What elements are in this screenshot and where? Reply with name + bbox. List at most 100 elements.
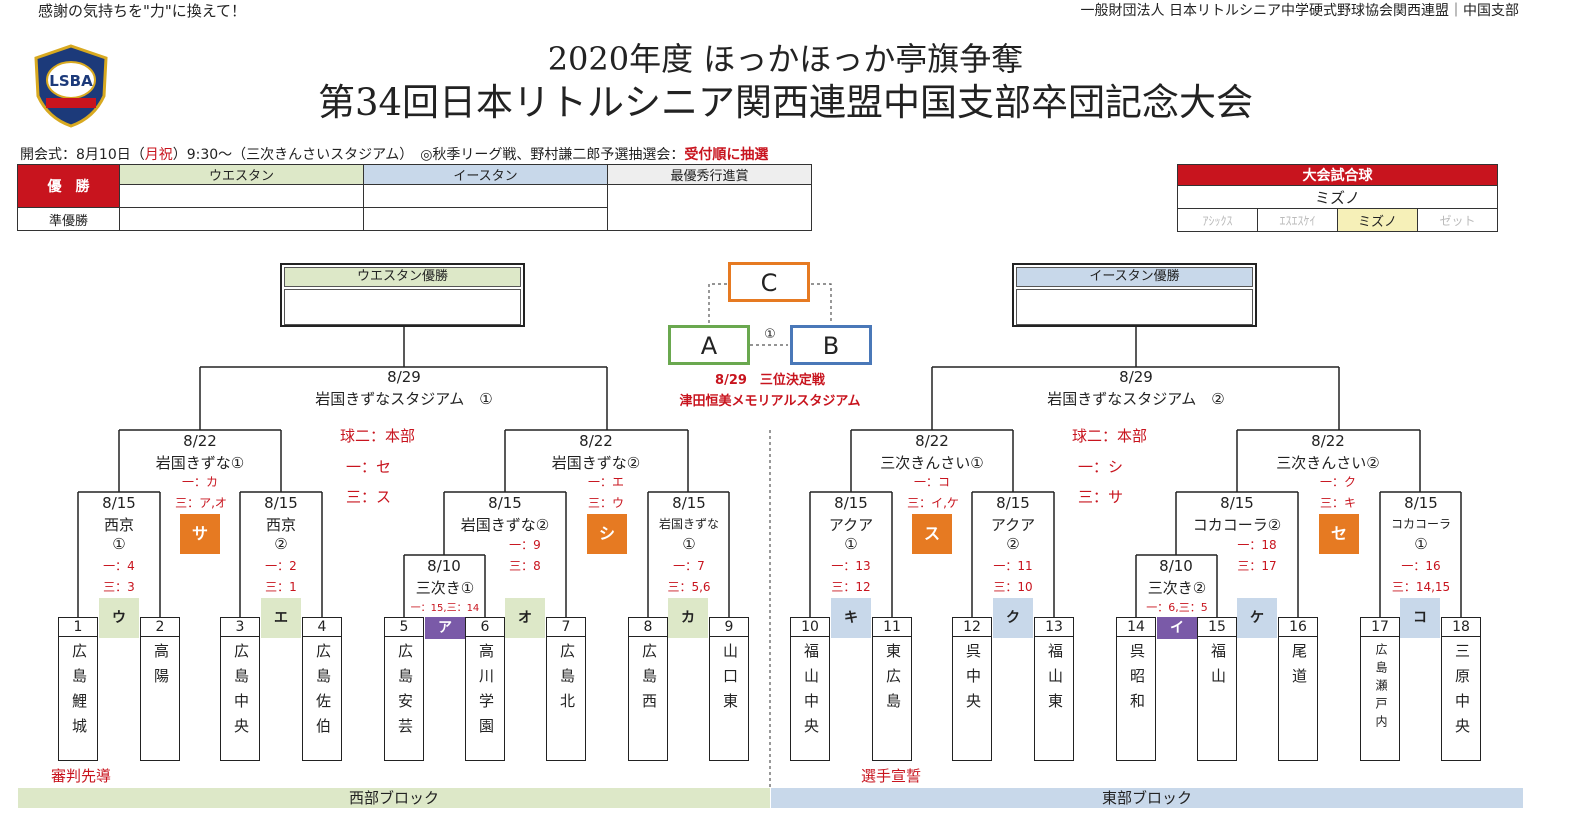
team-number: 9 bbox=[710, 618, 748, 637]
west-q2-venue: 西京 bbox=[265, 516, 296, 534]
team-name: 呉中央 bbox=[964, 643, 982, 718]
team-number: 12 bbox=[953, 618, 991, 637]
mark-ki: キ bbox=[831, 598, 871, 638]
team-slot: 3 広島中央 bbox=[220, 617, 260, 761]
west-q3-ump-1: 一：9 bbox=[509, 538, 541, 552]
east-sf2-date: 8/22 bbox=[1311, 432, 1345, 450]
third-place-b: B bbox=[790, 325, 872, 365]
team-number: 5 bbox=[385, 618, 423, 637]
team-number: 10 bbox=[791, 618, 829, 637]
west-champion-slot bbox=[284, 289, 521, 325]
east-umpire-1: 球二：本部 bbox=[1072, 427, 1148, 445]
east-q3-ump-1: 一：18 bbox=[1237, 538, 1277, 552]
ball-option-ssk: ｴｽｴｽｹｲ bbox=[1257, 208, 1338, 232]
west-square-shi: シ bbox=[587, 514, 627, 554]
opening-info: 開会式：8月10日（月祝）9:30～（三次きんさいスタジアム） ◎秋季リーグ戦、… bbox=[20, 144, 768, 164]
lsba-logo: LSBA bbox=[32, 44, 110, 128]
east-final-venue: 岩国きずなスタジアム ② bbox=[1047, 390, 1225, 408]
third-place-a: A bbox=[668, 325, 750, 365]
east-q2-ump-3: 三：10 bbox=[993, 580, 1033, 594]
east-runner-cell bbox=[363, 207, 608, 231]
ball-option-asics: ｱｼｯｸｽ bbox=[1177, 208, 1258, 232]
east-q4-ump-3: 三：14,15 bbox=[1391, 580, 1451, 594]
west-q1-venue: 西京 bbox=[103, 516, 134, 534]
east-r1-ump: 一：6,三：5 bbox=[1146, 601, 1208, 614]
west-q4-no: ① bbox=[682, 535, 696, 553]
west-winner-cell bbox=[119, 184, 364, 208]
east-sf1-ump-1: 一：コ bbox=[913, 475, 950, 489]
west-q1-date: 8/15 bbox=[102, 494, 136, 512]
team-slot: 12 呉中央 bbox=[952, 617, 992, 761]
west-umpire-2: 一：セ bbox=[346, 458, 392, 476]
east-champion-box: イースタン優勝 bbox=[1012, 263, 1257, 327]
west-q3-venue: 岩国きずな② bbox=[460, 516, 550, 534]
team-name: 山口東 bbox=[721, 643, 739, 718]
team-number: 15 bbox=[1198, 618, 1236, 637]
mark-i: イ bbox=[1157, 617, 1197, 639]
team-slot: 9 山口東 bbox=[709, 617, 749, 761]
west-q2-ump-1: 一：2 bbox=[265, 559, 297, 573]
svg-text:LSBA: LSBA bbox=[49, 72, 93, 90]
title-line-1: 2020年度 ほっかほっか亭旗争奪 bbox=[547, 40, 1024, 78]
east-sf1-ump-3: 三：イ,ケ bbox=[907, 496, 959, 510]
east-q2-no: ② bbox=[1006, 535, 1020, 553]
mark-o: オ bbox=[505, 598, 545, 638]
west-champion-label: ウエスタン優勝 bbox=[284, 267, 521, 287]
west-umpire-1: 球二：本部 bbox=[340, 427, 416, 445]
west-q4-ump-3: 三：5,6 bbox=[667, 580, 711, 594]
east-champion-label: イースタン優勝 bbox=[1016, 267, 1253, 287]
east-sf2-ump-3: 三：キ bbox=[1319, 496, 1356, 510]
east-umpire-2: 一：シ bbox=[1078, 458, 1124, 476]
team-number: 6 bbox=[466, 618, 504, 637]
east-square-se: セ bbox=[1319, 514, 1359, 554]
west-q4-date: 8/15 bbox=[672, 494, 706, 512]
runner-up-label: 準優勝 bbox=[17, 207, 120, 231]
west-q1-ump-1: 一：4 bbox=[103, 559, 135, 573]
mark-ke: ケ bbox=[1237, 598, 1277, 638]
team-slot: 16 尾道 bbox=[1278, 617, 1318, 761]
team-number: 17 bbox=[1361, 618, 1399, 637]
mvp-header: 最優秀行進賞 bbox=[607, 164, 812, 185]
west-r1-ump: 一：15,三：14 bbox=[410, 603, 480, 614]
west-champion-box: ウエスタン優勝 bbox=[280, 263, 525, 327]
east-sf2-venue: 三次きんさい② bbox=[1276, 454, 1380, 472]
slogan: 感謝の気持ちを"力"に換えて！ bbox=[38, 2, 247, 20]
west-q1-no: ① bbox=[112, 535, 126, 553]
west-q4-venue: 岩国きずな bbox=[658, 517, 719, 531]
team-name: 福山東 bbox=[1046, 643, 1064, 718]
team-number: 7 bbox=[547, 618, 585, 637]
east-umpire-3: 三：サ bbox=[1078, 488, 1124, 506]
west-r1-venue: 三次き① bbox=[415, 579, 475, 597]
west-sf1-ump-1: 一：カ bbox=[181, 475, 218, 489]
team-name: 広島中央 bbox=[232, 643, 250, 743]
east-q4-date: 8/15 bbox=[1404, 494, 1438, 512]
west-q2-ump-3: 三：1 bbox=[265, 580, 297, 594]
west-square-sa: サ bbox=[180, 514, 220, 554]
lottery-note: 受付順に抽選 bbox=[684, 147, 769, 163]
east-q4-venue: コカコーラ bbox=[1390, 517, 1451, 531]
east-q3-date: 8/15 bbox=[1220, 494, 1254, 512]
east-q3-venue: コカコーラ② bbox=[1192, 516, 1282, 534]
west-final-date: 8/29 bbox=[387, 368, 421, 386]
mark-ka: カ bbox=[668, 598, 708, 638]
mvp-cell bbox=[607, 184, 812, 231]
west-sf2-ump-3: 三：ウ bbox=[587, 496, 624, 510]
team-number: 16 bbox=[1279, 618, 1317, 637]
team-name: 東広島 bbox=[884, 643, 902, 718]
west-q3-date: 8/15 bbox=[488, 494, 522, 512]
east-final-date: 8/29 bbox=[1119, 368, 1153, 386]
east-q1-ump-1: 一：13 bbox=[831, 559, 871, 573]
east-q4-ump-1: 一：16 bbox=[1401, 559, 1441, 573]
eastern-header: イースタン bbox=[363, 164, 608, 185]
mark-ku: ク bbox=[993, 598, 1033, 638]
team-number: 3 bbox=[221, 618, 259, 637]
east-q1-date: 8/15 bbox=[834, 494, 868, 512]
team-name: 尾道 bbox=[1290, 643, 1308, 693]
